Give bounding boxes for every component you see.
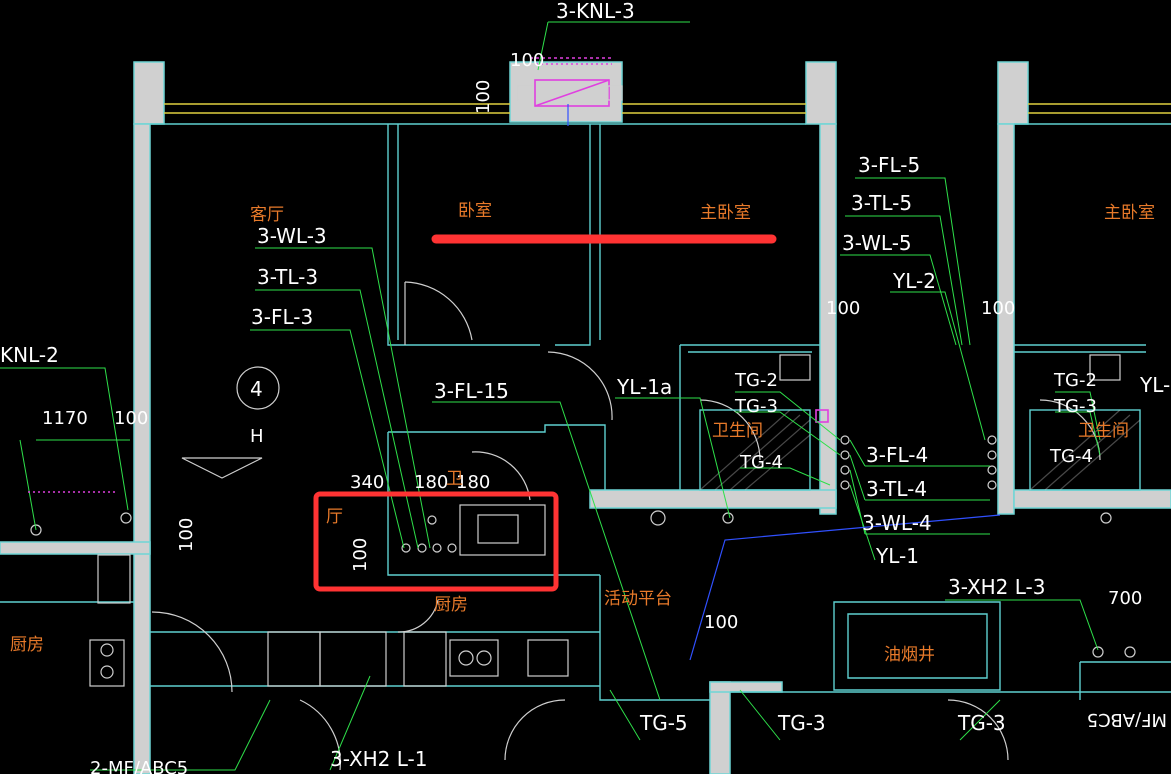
wall-bottom-column xyxy=(709,681,731,774)
bathroom-fixtures xyxy=(89,354,1141,687)
label-yl-cut: YL- xyxy=(1139,373,1170,397)
label-fl15: 3-FL-15 xyxy=(434,379,509,403)
dim-1170: 1170 xyxy=(42,408,88,429)
dim-100-e: 100 xyxy=(704,612,738,633)
wall-bottom-ledge xyxy=(709,681,783,693)
wall-mid-vertical xyxy=(819,123,837,515)
label-tl3: 3-TL-3 xyxy=(257,265,318,289)
blue-pipe xyxy=(689,514,1001,661)
pipe-markers xyxy=(30,409,1136,658)
dim-100-v1: 100 xyxy=(176,518,197,552)
label-mf-abc-left: 2-MF/ABC5 xyxy=(90,758,188,774)
wall-left-vertical xyxy=(133,123,151,774)
room-bathroom-right: 卫生间 xyxy=(1078,421,1129,441)
dim-340: 340 xyxy=(350,472,384,493)
label-tg3-mid: TG-3 xyxy=(777,711,826,735)
label-tg5: TG-5 xyxy=(639,711,688,735)
niche-vent xyxy=(517,57,623,126)
room-fume-shaft: 油烟井 xyxy=(884,645,935,665)
windows xyxy=(150,103,1171,125)
room-living: 客厅 xyxy=(250,205,284,225)
dim-100-v2: 100 xyxy=(350,538,371,572)
partitions xyxy=(0,124,1171,701)
axis-letter: H xyxy=(250,426,264,447)
label-knl2: KNL-2 xyxy=(0,343,59,367)
wall-right-vertical xyxy=(997,123,1015,515)
red-highlight-box xyxy=(313,491,559,592)
label-tg2-left: TG-2 xyxy=(734,370,778,391)
room-bathroom: 卫生间 xyxy=(712,421,763,441)
label-wl3: 3-WL-3 xyxy=(257,224,327,248)
radiator-strips xyxy=(28,63,612,493)
label-fl3: 3-FL-3 xyxy=(251,305,313,329)
label-tg2-right: TG-2 xyxy=(1053,370,1097,391)
room-kitchen: 厨房 xyxy=(434,595,468,615)
room-wc-small: 卫 xyxy=(446,469,463,489)
label-mf-abc-right: MF/ABC5 xyxy=(1087,709,1167,730)
wall-horizontal-right xyxy=(1013,489,1171,509)
room-living-cut: 厅 xyxy=(326,507,343,527)
wall-top-niche xyxy=(509,61,623,123)
label-tg3-left: TG-3 xyxy=(734,396,778,417)
label-tg4-right: TG-4 xyxy=(1049,446,1093,467)
dim-100-a: 100 xyxy=(473,80,494,114)
wall-mid-column xyxy=(805,61,837,125)
axis-circle xyxy=(236,366,280,410)
room-labels: 客厅 卧室 主卧室 主卧室 卫生间 卫生间 厨房 厨房 厅 卫 活动平台 油烟井 xyxy=(10,201,1155,665)
dim-100-d: 100 xyxy=(114,408,148,429)
label-fl4: 3-FL-4 xyxy=(866,443,928,467)
wall-right-column xyxy=(997,61,1029,125)
room-master-bedroom: 主卧室 xyxy=(700,203,751,223)
walls xyxy=(0,61,1171,774)
dim-180-a: 180 xyxy=(414,472,448,493)
dim-100-top: 100 xyxy=(510,50,544,71)
highlights xyxy=(313,234,777,592)
room-balcony: 活动平台 xyxy=(604,589,672,609)
leader-lines xyxy=(0,21,1101,771)
label-wl5: 3-WL-5 xyxy=(842,231,912,255)
label-fl5: 3-FL-5 xyxy=(858,153,920,177)
dim-180-b: 180 xyxy=(456,472,490,493)
label-wl4: 3-WL-4 xyxy=(862,511,932,535)
label-xh2l3: 3-XH2 L-3 xyxy=(948,575,1046,599)
label-tl4: 3-TL-4 xyxy=(866,477,927,501)
label-tg3-right: TG-3 xyxy=(957,711,1006,735)
axis-marker: 4 H xyxy=(181,366,280,479)
axis-number: 4 xyxy=(250,377,263,401)
wall-left-ledge xyxy=(0,541,151,555)
room-kitchen-left: 厨房 xyxy=(10,635,44,655)
dimension-labels: 100 100 100 100 100 100 1170 340 180 180… xyxy=(42,50,1142,633)
wall-horizontal-mid xyxy=(589,489,837,509)
label-tg4-left: TG-4 xyxy=(739,452,783,473)
room-bedroom: 卧室 xyxy=(458,201,492,221)
label-knl3: 3-KNL-3 xyxy=(556,0,635,23)
room-master-bedroom-right: 主卧室 xyxy=(1104,203,1155,223)
wall-left-column xyxy=(133,61,165,125)
label-yl1a: YL-1a xyxy=(616,375,672,399)
dim-100-c: 100 xyxy=(981,298,1015,319)
label-tg3-right: TG-3 xyxy=(1053,396,1097,417)
label-yl2: YL-2 xyxy=(892,269,936,293)
doors xyxy=(151,281,1101,771)
label-xh2l1: 3-XH2 L-1 xyxy=(330,747,428,771)
dim-700: 700 xyxy=(1108,588,1142,609)
label-tl5: 3-TL-5 xyxy=(851,191,912,215)
label-yl1: YL-1 xyxy=(875,544,919,568)
dim-100-b: 100 xyxy=(826,298,860,319)
